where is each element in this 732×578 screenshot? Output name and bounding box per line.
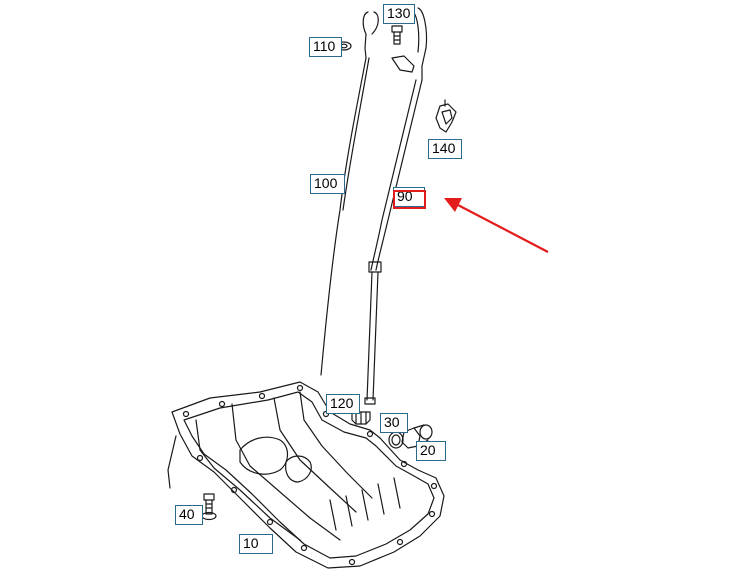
red-pointer-arrow bbox=[444, 198, 549, 253]
callout-120[interactable]: 120 bbox=[326, 394, 360, 414]
callout-30[interactable]: 30 bbox=[380, 413, 408, 433]
seal-30-drawing bbox=[388, 431, 404, 449]
bolt-40-drawing bbox=[201, 493, 217, 521]
callout-20[interactable]: 20 bbox=[416, 441, 446, 461]
clip-140-drawing bbox=[435, 99, 457, 133]
callout-140[interactable]: 140 bbox=[428, 139, 462, 159]
grommet-120-drawing bbox=[351, 411, 371, 425]
callout-100[interactable]: 100 bbox=[310, 174, 345, 194]
callout-10[interactable]: 10 bbox=[239, 534, 273, 554]
callout-40[interactable]: 40 bbox=[175, 505, 203, 525]
dipstick-100-drawing bbox=[320, 11, 379, 376]
callout-110[interactable]: 110 bbox=[309, 37, 342, 57]
callout-90-highlight bbox=[393, 190, 426, 209]
bolt-130-drawing bbox=[391, 25, 403, 45]
oil-pan-10-drawing bbox=[167, 381, 445, 569]
callout-130[interactable]: 130 bbox=[383, 4, 415, 24]
guide-tube-90-drawing bbox=[364, 7, 428, 405]
